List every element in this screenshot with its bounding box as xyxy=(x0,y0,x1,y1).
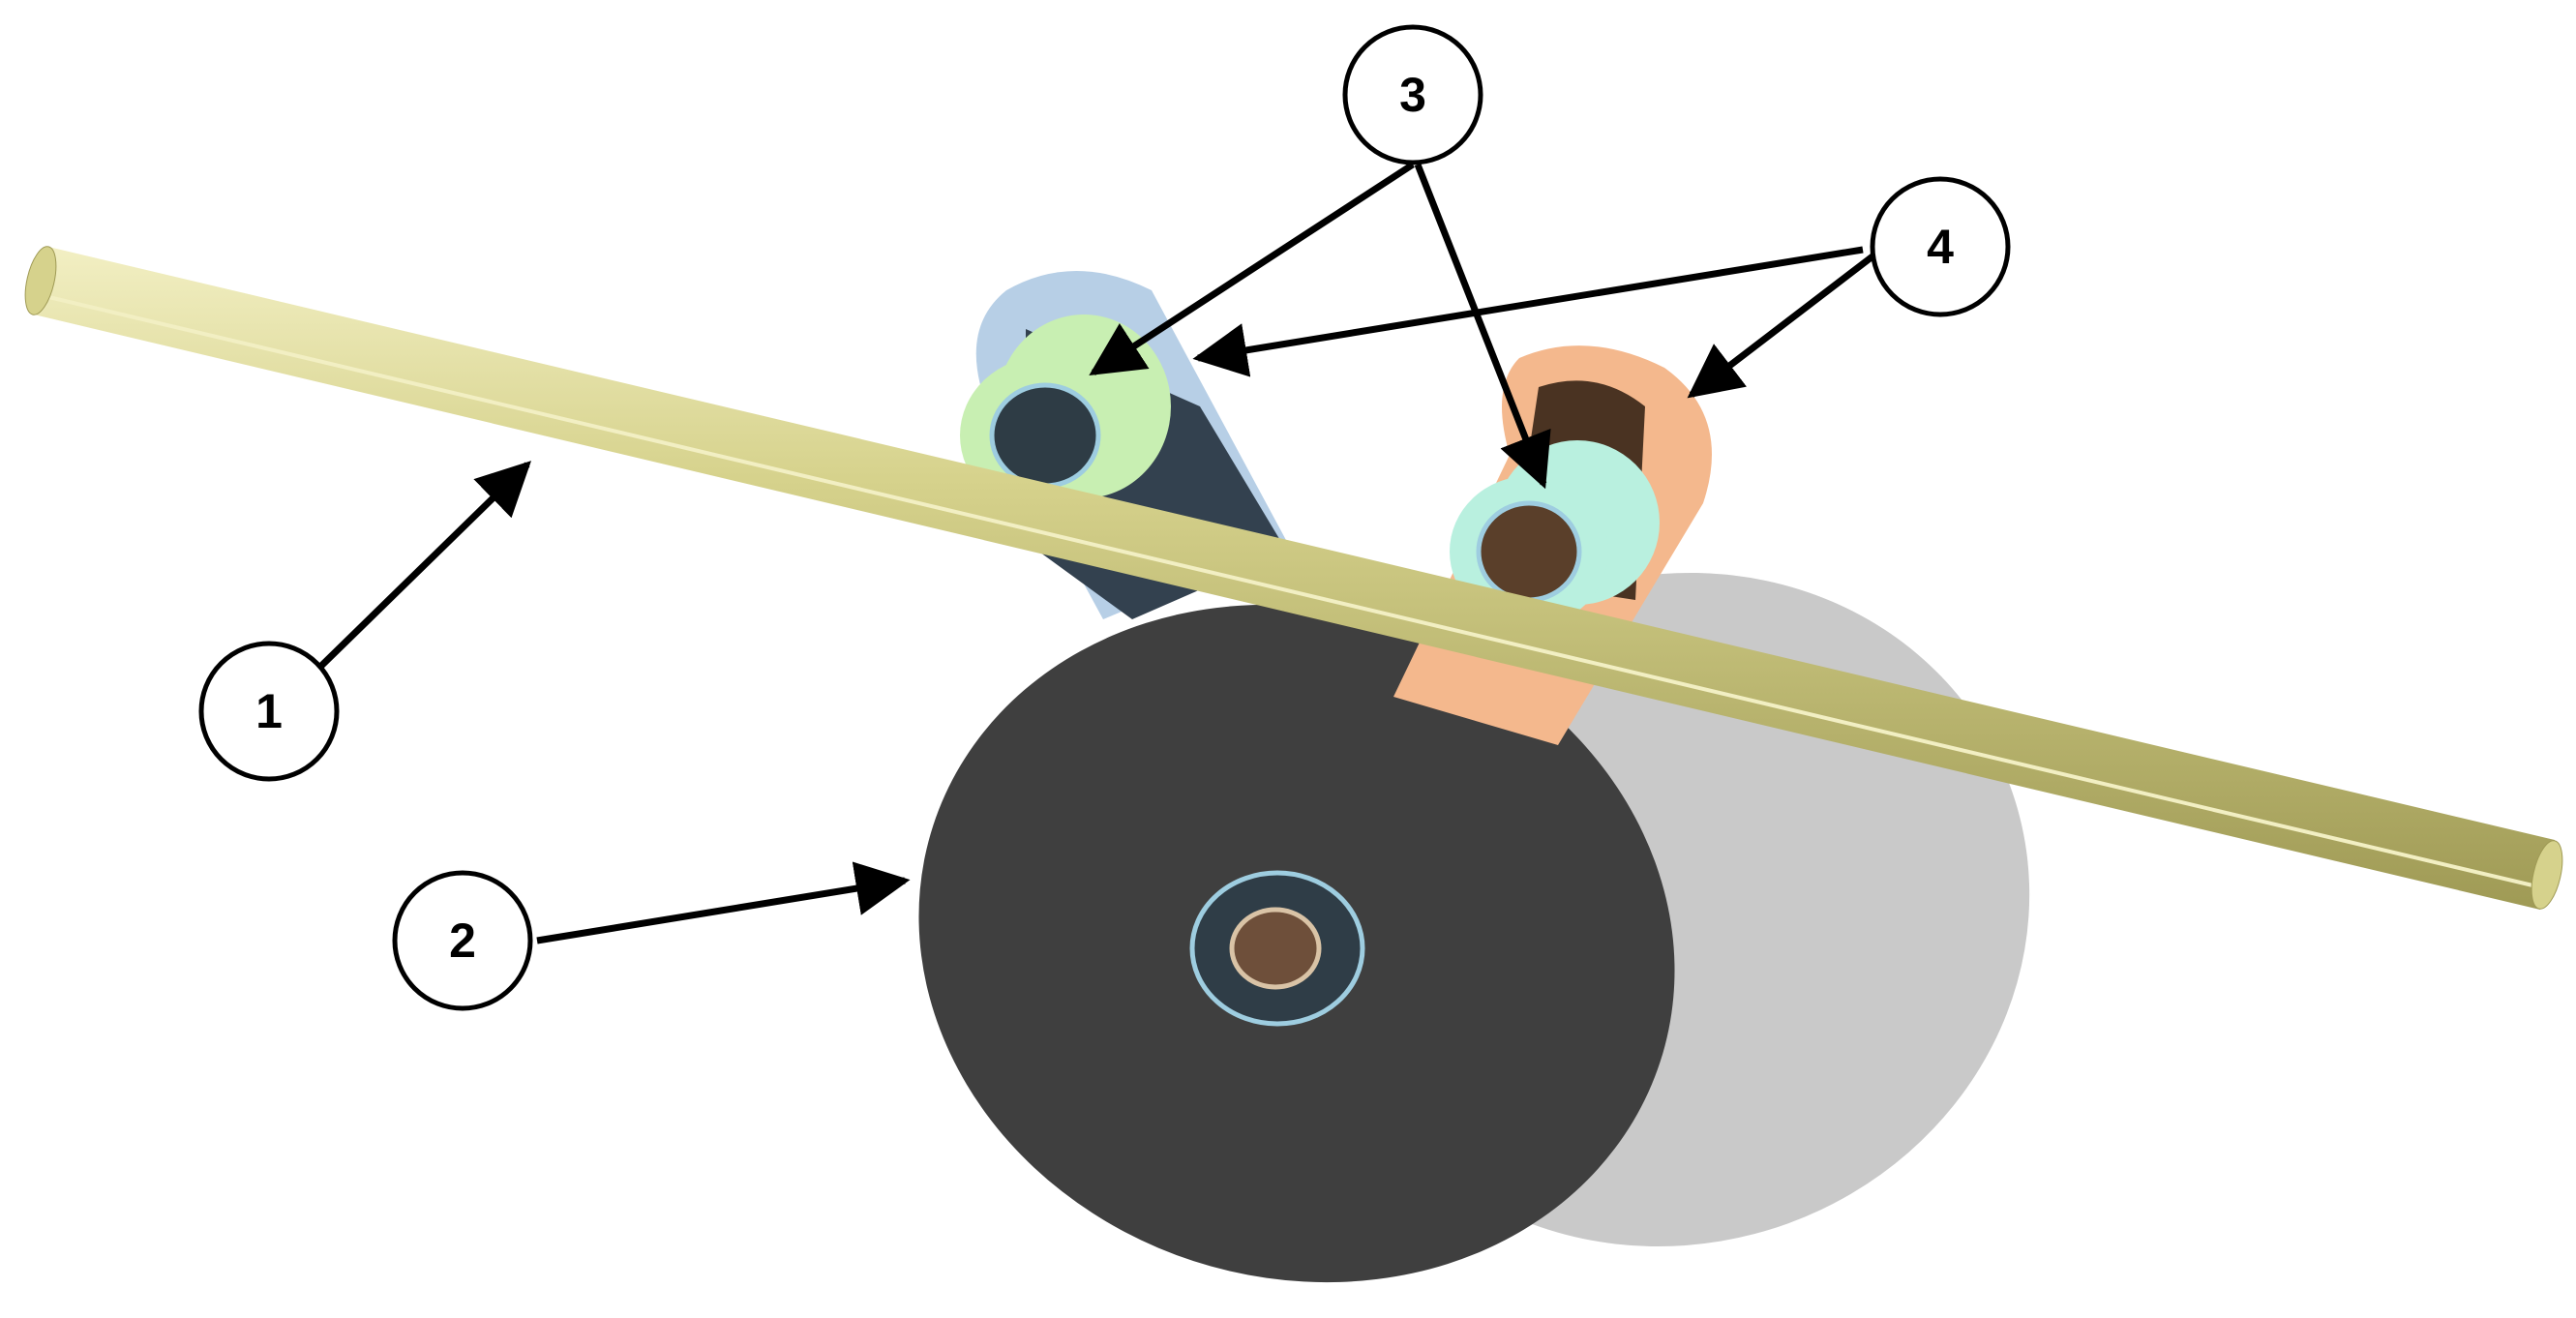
arrow-3b xyxy=(1414,163,1551,490)
callout-1: 1 xyxy=(198,641,340,782)
callout-1-circle xyxy=(198,641,340,782)
callout-4: 4 xyxy=(1870,176,2011,317)
arrow-1 xyxy=(316,461,532,671)
arrow-3a xyxy=(1089,162,1415,376)
disc-bore xyxy=(1229,907,1322,990)
callout-3-circle xyxy=(1342,24,1483,165)
right-roller-bore xyxy=(1476,500,1582,603)
callout-4-circle xyxy=(1870,176,2011,317)
rod-body xyxy=(34,247,2555,910)
callout-3-label: 3 xyxy=(1399,68,1426,122)
left-roller-bore xyxy=(989,382,1101,489)
arrow-2 xyxy=(536,861,911,944)
callout-4-label: 4 xyxy=(1927,220,1954,274)
arrow-4b xyxy=(1687,254,1875,399)
rod-end-left xyxy=(24,246,57,315)
arrows xyxy=(316,162,1875,944)
callout-2-label: 2 xyxy=(449,914,476,968)
rod-highlight xyxy=(40,293,2546,890)
callout-1-label: 1 xyxy=(255,684,283,738)
rod-end-right xyxy=(2531,840,2563,910)
rod xyxy=(24,246,2563,910)
callout-2-circle xyxy=(392,870,533,1011)
callout-3: 3 xyxy=(1342,24,1483,165)
arrow-4a xyxy=(1192,246,1864,377)
callout-2: 2 xyxy=(392,870,533,1011)
